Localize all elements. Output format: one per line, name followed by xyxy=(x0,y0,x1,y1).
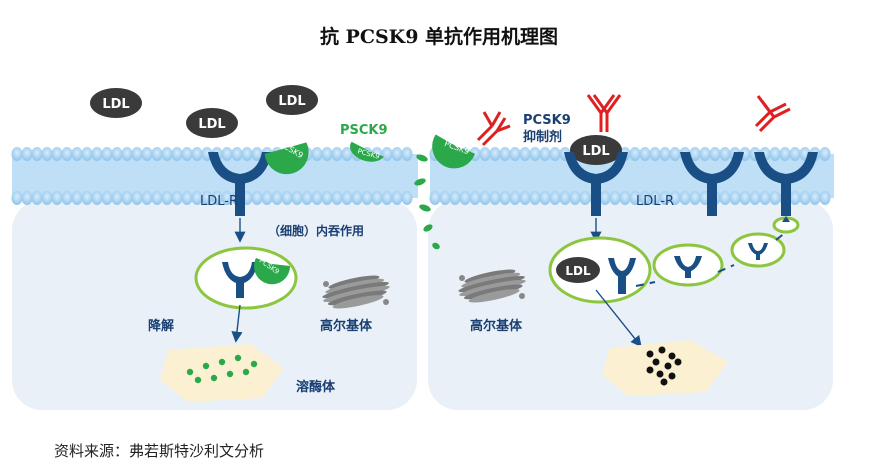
ldl-receptor xyxy=(564,152,628,216)
ldl-particle: LDL xyxy=(90,88,142,118)
svg-text:LDL: LDL xyxy=(565,264,591,278)
lysosome-label: 溶酶体 xyxy=(296,379,336,395)
ldl-particle: LDL xyxy=(266,85,318,115)
antibody-icon xyxy=(476,111,511,147)
pcsk9-protein-small: PCSK9 xyxy=(350,141,384,162)
svg-text:LDL: LDL xyxy=(278,94,305,109)
ldlr-label: LDL-R xyxy=(200,194,238,209)
degradation-label: 降解 xyxy=(148,318,174,334)
inhibitor-label-line2: 抑制剂 xyxy=(523,129,562,145)
golgi-label: 高尔基体 xyxy=(320,318,373,334)
pcsk9-fragments xyxy=(414,154,440,250)
source-note: 资料来源：弗若斯特沙利文分析 xyxy=(54,442,265,460)
recycling-vesicle xyxy=(652,243,724,287)
pscsk9-label: PSCK9 xyxy=(340,123,388,138)
ldl-particle: LDL xyxy=(186,108,238,138)
lysosome-right xyxy=(602,340,728,396)
golgi-label-right: 高尔基体 xyxy=(470,318,523,334)
ldl-receptor xyxy=(208,152,272,216)
svg-text:LDL: LDL xyxy=(102,97,129,112)
ldl-receptor xyxy=(680,152,744,216)
endocytosis-label: （细胞）内吞作用 xyxy=(268,223,364,238)
recycling-vesicle xyxy=(730,232,786,268)
ldl-particle: LDL xyxy=(570,135,622,165)
endosome-vesicle-ldl: LDL xyxy=(548,236,652,304)
ldl-receptor xyxy=(754,152,818,216)
golgi-apparatus xyxy=(322,275,390,309)
figure-title: 抗 PCSK9 单抗作用机理图 xyxy=(319,26,559,48)
inhibitor-label-line1: PCSK9 xyxy=(523,113,571,128)
antibody-icon xyxy=(586,94,622,132)
antibody-icon xyxy=(754,95,791,133)
lysosome xyxy=(160,344,284,402)
endosome-vesicle: PCSK9 xyxy=(194,246,298,310)
golgi-apparatus-right xyxy=(458,269,526,303)
recycling-path xyxy=(635,231,787,287)
svg-text:LDL: LDL xyxy=(582,144,609,159)
svg-text:LDL: LDL xyxy=(198,117,225,132)
ldlr-label-right: LDL-R xyxy=(636,194,674,209)
left-cytoplasm xyxy=(12,200,417,410)
